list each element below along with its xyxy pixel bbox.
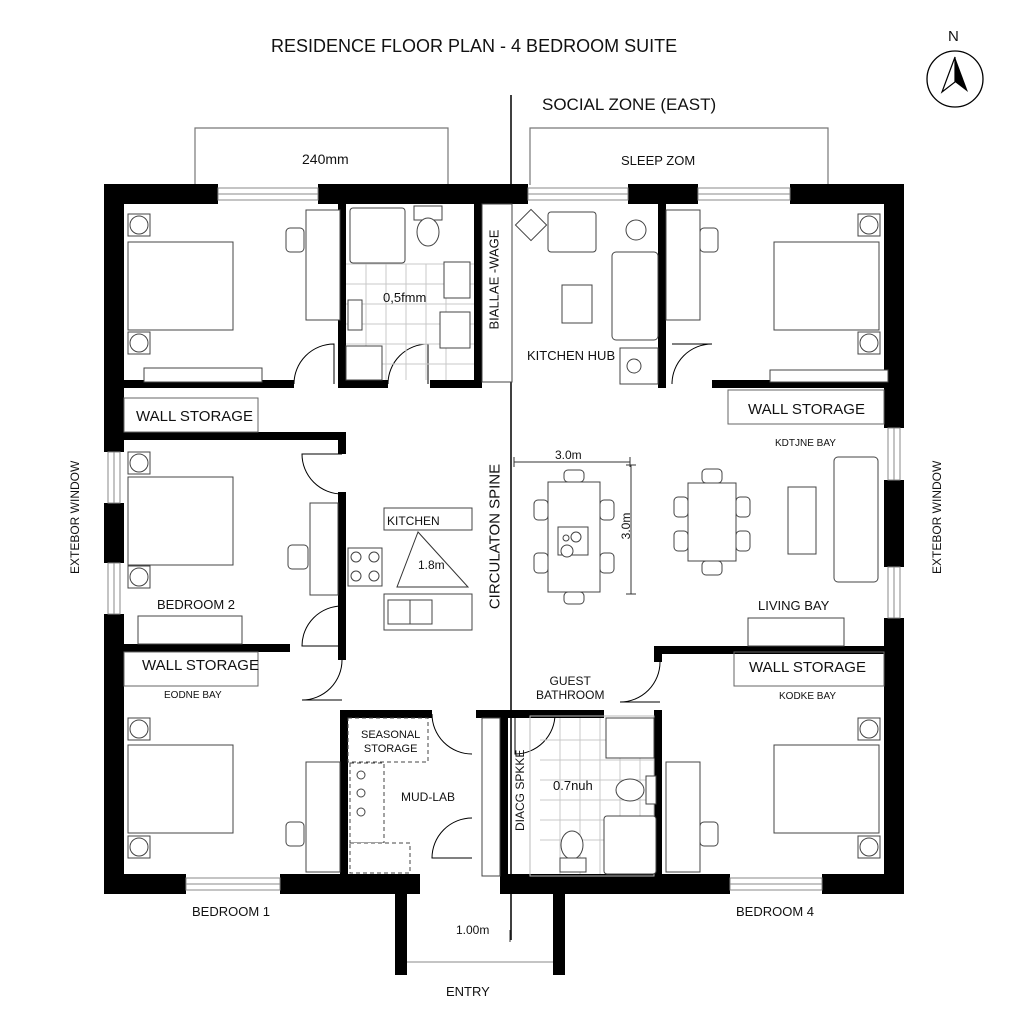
- guest-bathroom-label: GUEST BATHROOM: [536, 674, 604, 702]
- vertical-top-label: BIALLAE -WAGE: [486, 229, 502, 330]
- exterior-walls: [104, 184, 904, 975]
- bay-right-upper: KDTJNE BAY: [775, 438, 836, 449]
- dimension-lines: [396, 457, 636, 942]
- window-frames: [107, 187, 901, 963]
- wall-storage-bottom-right: WALL STORAGE: [749, 659, 866, 676]
- wall-storage-top-left: WALL STORAGE: [136, 408, 253, 425]
- mud-lab-label: MUD-LAB: [401, 790, 456, 804]
- living-bay-label: LIVING BAY: [758, 598, 830, 613]
- kitchen-label: KITCHEN: [387, 514, 440, 528]
- wall-storage-mid-left: WALL STORAGE: [142, 657, 259, 674]
- guest-bathroom-line1: GUEST: [549, 674, 591, 688]
- top-left-dimension: 240mm: [302, 151, 349, 167]
- dining-height-dimension: 3.0m: [619, 512, 633, 540]
- bedroom-4-label: BEDROOM 4: [736, 904, 815, 919]
- wall-storage-top-right: WALL STORAGE: [748, 401, 865, 418]
- bedroom-1-label: BEDROOM 1: [192, 904, 271, 919]
- vertical-bottom-label: DIACG SPKKE: [513, 749, 527, 831]
- social-zone-label: SOCIAL ZONE (EAST): [542, 95, 717, 114]
- bedroom-2-label: BEDROOM 2: [157, 597, 236, 612]
- dining-width-dimension: 3.0m: [555, 448, 582, 462]
- north-arrow-icon: [926, 50, 984, 108]
- kitchen-hub-label: KITCHEN HUB: [527, 348, 616, 363]
- seasonal-storage-line2: STORAGE: [363, 743, 418, 755]
- exterior-window-right-label: EXTEBOR WINDOW: [930, 460, 944, 574]
- seasonal-storage-line1: SEASONAL: [361, 729, 421, 741]
- guest-bathroom-line2: BATHROOM: [536, 688, 605, 702]
- dining-chairs: [285, 227, 751, 847]
- top-bath-dimension: 0,5fmm: [383, 290, 427, 305]
- circulation-spine-label: CIRCULATON SPINE: [486, 463, 504, 610]
- kitchen-triangle-dimension: 1.8m: [418, 558, 445, 572]
- exterior-window-left-label: EXTEBOR WINDOW: [68, 460, 82, 574]
- fixtures: [127, 203, 889, 877]
- sleep-zone-label: SLEEP ZOM: [621, 153, 696, 168]
- compass-north-label: N: [948, 28, 959, 45]
- entry-label: ENTRY: [446, 984, 490, 999]
- bay-right-lower: KODKE BAY: [779, 691, 837, 702]
- entry-width-dimension: 1.00m: [456, 923, 490, 937]
- zone-boxes: [194, 127, 829, 185]
- bay-left-lower: EODNE BAY: [164, 690, 222, 701]
- seasonal-storage-label: SEASONAL STORAGE: [361, 728, 420, 756]
- guest-bath-dimension: 0.7nuh: [553, 778, 593, 793]
- interior-walls: [124, 204, 884, 880]
- plan-title: RESIDENCE FLOOR PLAN - 4 BEDROOM SUITE: [271, 36, 678, 56]
- door-swings: [293, 343, 713, 859]
